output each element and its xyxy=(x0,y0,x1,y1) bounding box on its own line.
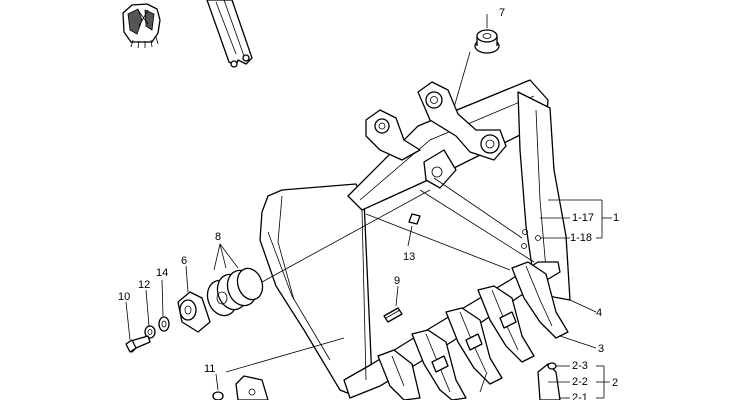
callout-brackets xyxy=(479,199,612,399)
label-9: 9 xyxy=(394,275,400,287)
part-7-bushing xyxy=(435,14,500,171)
label-1: 1 xyxy=(613,212,619,224)
label-8: 8 xyxy=(215,231,221,243)
part-8-shim-stack xyxy=(206,243,264,317)
label-13: 13 xyxy=(403,251,415,263)
part-14-washer xyxy=(158,279,170,332)
label-12: 12 xyxy=(138,279,150,291)
part-10-bolt xyxy=(125,301,151,353)
label-2: 2 xyxy=(612,377,618,389)
label-10: 10 xyxy=(118,291,130,303)
part-9-bolt xyxy=(383,285,403,323)
part-13-pin xyxy=(407,213,421,247)
part-3-teeth xyxy=(377,261,569,400)
label-2-1: 2-1 xyxy=(572,392,588,400)
label-11: 11 xyxy=(204,363,215,375)
linkage-arm-icon[interactable] xyxy=(206,0,253,68)
part-2-side-cutter xyxy=(537,362,570,400)
label-4: 4 xyxy=(596,307,602,319)
label-7: 7 xyxy=(499,7,505,19)
part-11-bolt xyxy=(212,373,224,400)
label-6: 6 xyxy=(181,255,187,267)
bucket-assembly-icon[interactable] xyxy=(122,3,161,49)
callout-labels: 7 8 6 14 12 10 11 13 9 1-17 1-18 1 4 3 2… xyxy=(118,7,619,400)
label-2-3: 2-3 xyxy=(572,360,588,372)
label-1-18: 1-18 xyxy=(570,232,592,244)
label-2-2: 2-2 xyxy=(572,376,588,388)
label-14: 14 xyxy=(156,267,168,279)
label-3: 3 xyxy=(598,343,604,355)
part-12-lock-washer xyxy=(144,289,156,339)
part-6-side-cutter xyxy=(177,265,211,333)
side-plate-lower xyxy=(235,375,269,400)
leader-lines xyxy=(225,177,535,373)
label-1-17: 1-17 xyxy=(572,212,594,224)
